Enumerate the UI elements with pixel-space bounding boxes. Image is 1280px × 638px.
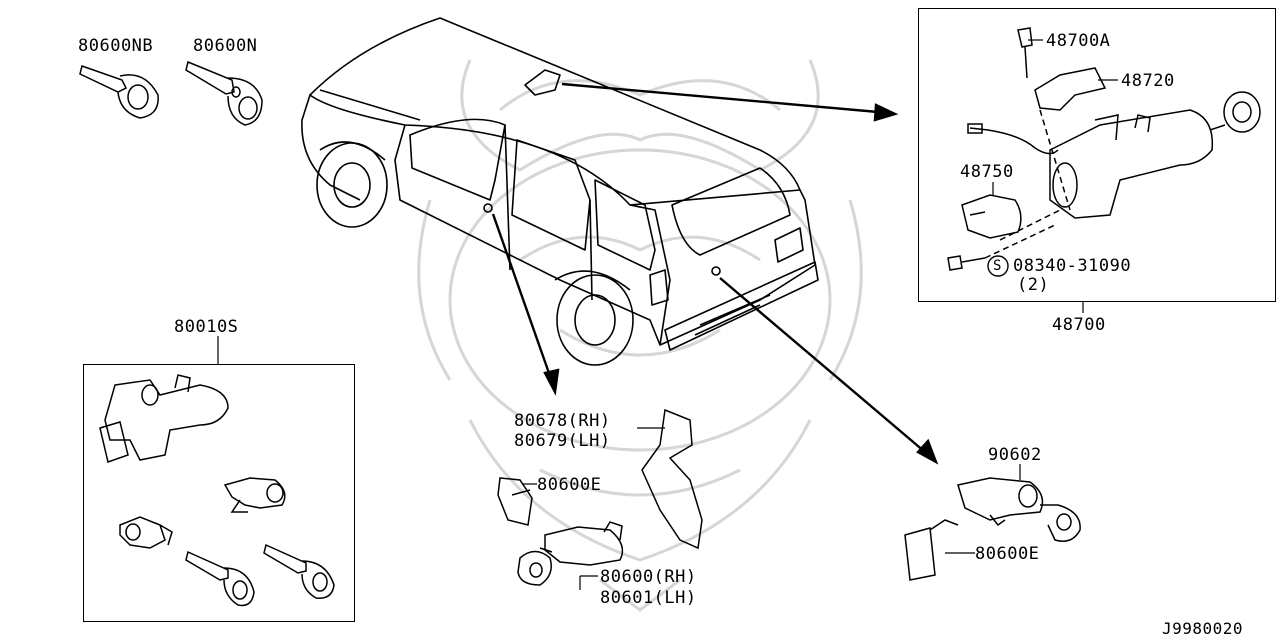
door-lock-parts-drawing <box>497 408 703 586</box>
kit-parts-drawing <box>99 374 335 607</box>
steering-lock-assy-label[interactable]: 48700 <box>1052 315 1106 335</box>
leader-arrows <box>491 82 939 465</box>
screw-qty-label: (2) <box>1017 275 1050 295</box>
door-rod-clip-label[interactable]: 80600E <box>537 475 602 495</box>
diagram-id: J9980020 <box>1162 619 1244 638</box>
screw-part-label[interactable]: 08340-31090 <box>1013 256 1132 276</box>
key-n-drawing <box>185 60 263 126</box>
bolt-label[interactable]: 48700A <box>1046 31 1111 51</box>
screw-symbol: S <box>993 258 1002 274</box>
clamp-label[interactable]: 48720 <box>1121 71 1175 91</box>
kit-label[interactable]: 80010S <box>174 317 239 337</box>
steering-lock-drawing <box>947 27 1261 271</box>
key-nb-drawing <box>79 65 159 119</box>
door-cylinder-lh-label[interactable]: 80601(LH) <box>600 588 697 608</box>
door-protector-rh-label[interactable]: 80678(RH) <box>514 411 611 431</box>
key-n-label[interactable]: 80600N <box>193 36 258 56</box>
door-protector-lh-label[interactable]: 80679(LH) <box>514 431 611 451</box>
steering-lock-assembly-box <box>918 8 1276 302</box>
key-switch-label[interactable]: 48750 <box>960 162 1014 182</box>
vehicle-illustration <box>301 17 819 366</box>
key-nb-label[interactable]: 80600NB <box>78 36 154 56</box>
back-door-cylinder-label[interactable]: 90602 <box>988 445 1042 465</box>
back-door-cylinder-drawing <box>904 477 1081 581</box>
back-door-rod-clip-label[interactable]: 80600E <box>975 544 1040 564</box>
label-leaders <box>217 39 1118 590</box>
kit-80010s-box <box>83 364 355 622</box>
watermark-crest <box>417 59 863 612</box>
screw-symbol-circle <box>987 255 1009 277</box>
door-cylinder-rh-label[interactable]: 80600(RH) <box>600 567 697 587</box>
